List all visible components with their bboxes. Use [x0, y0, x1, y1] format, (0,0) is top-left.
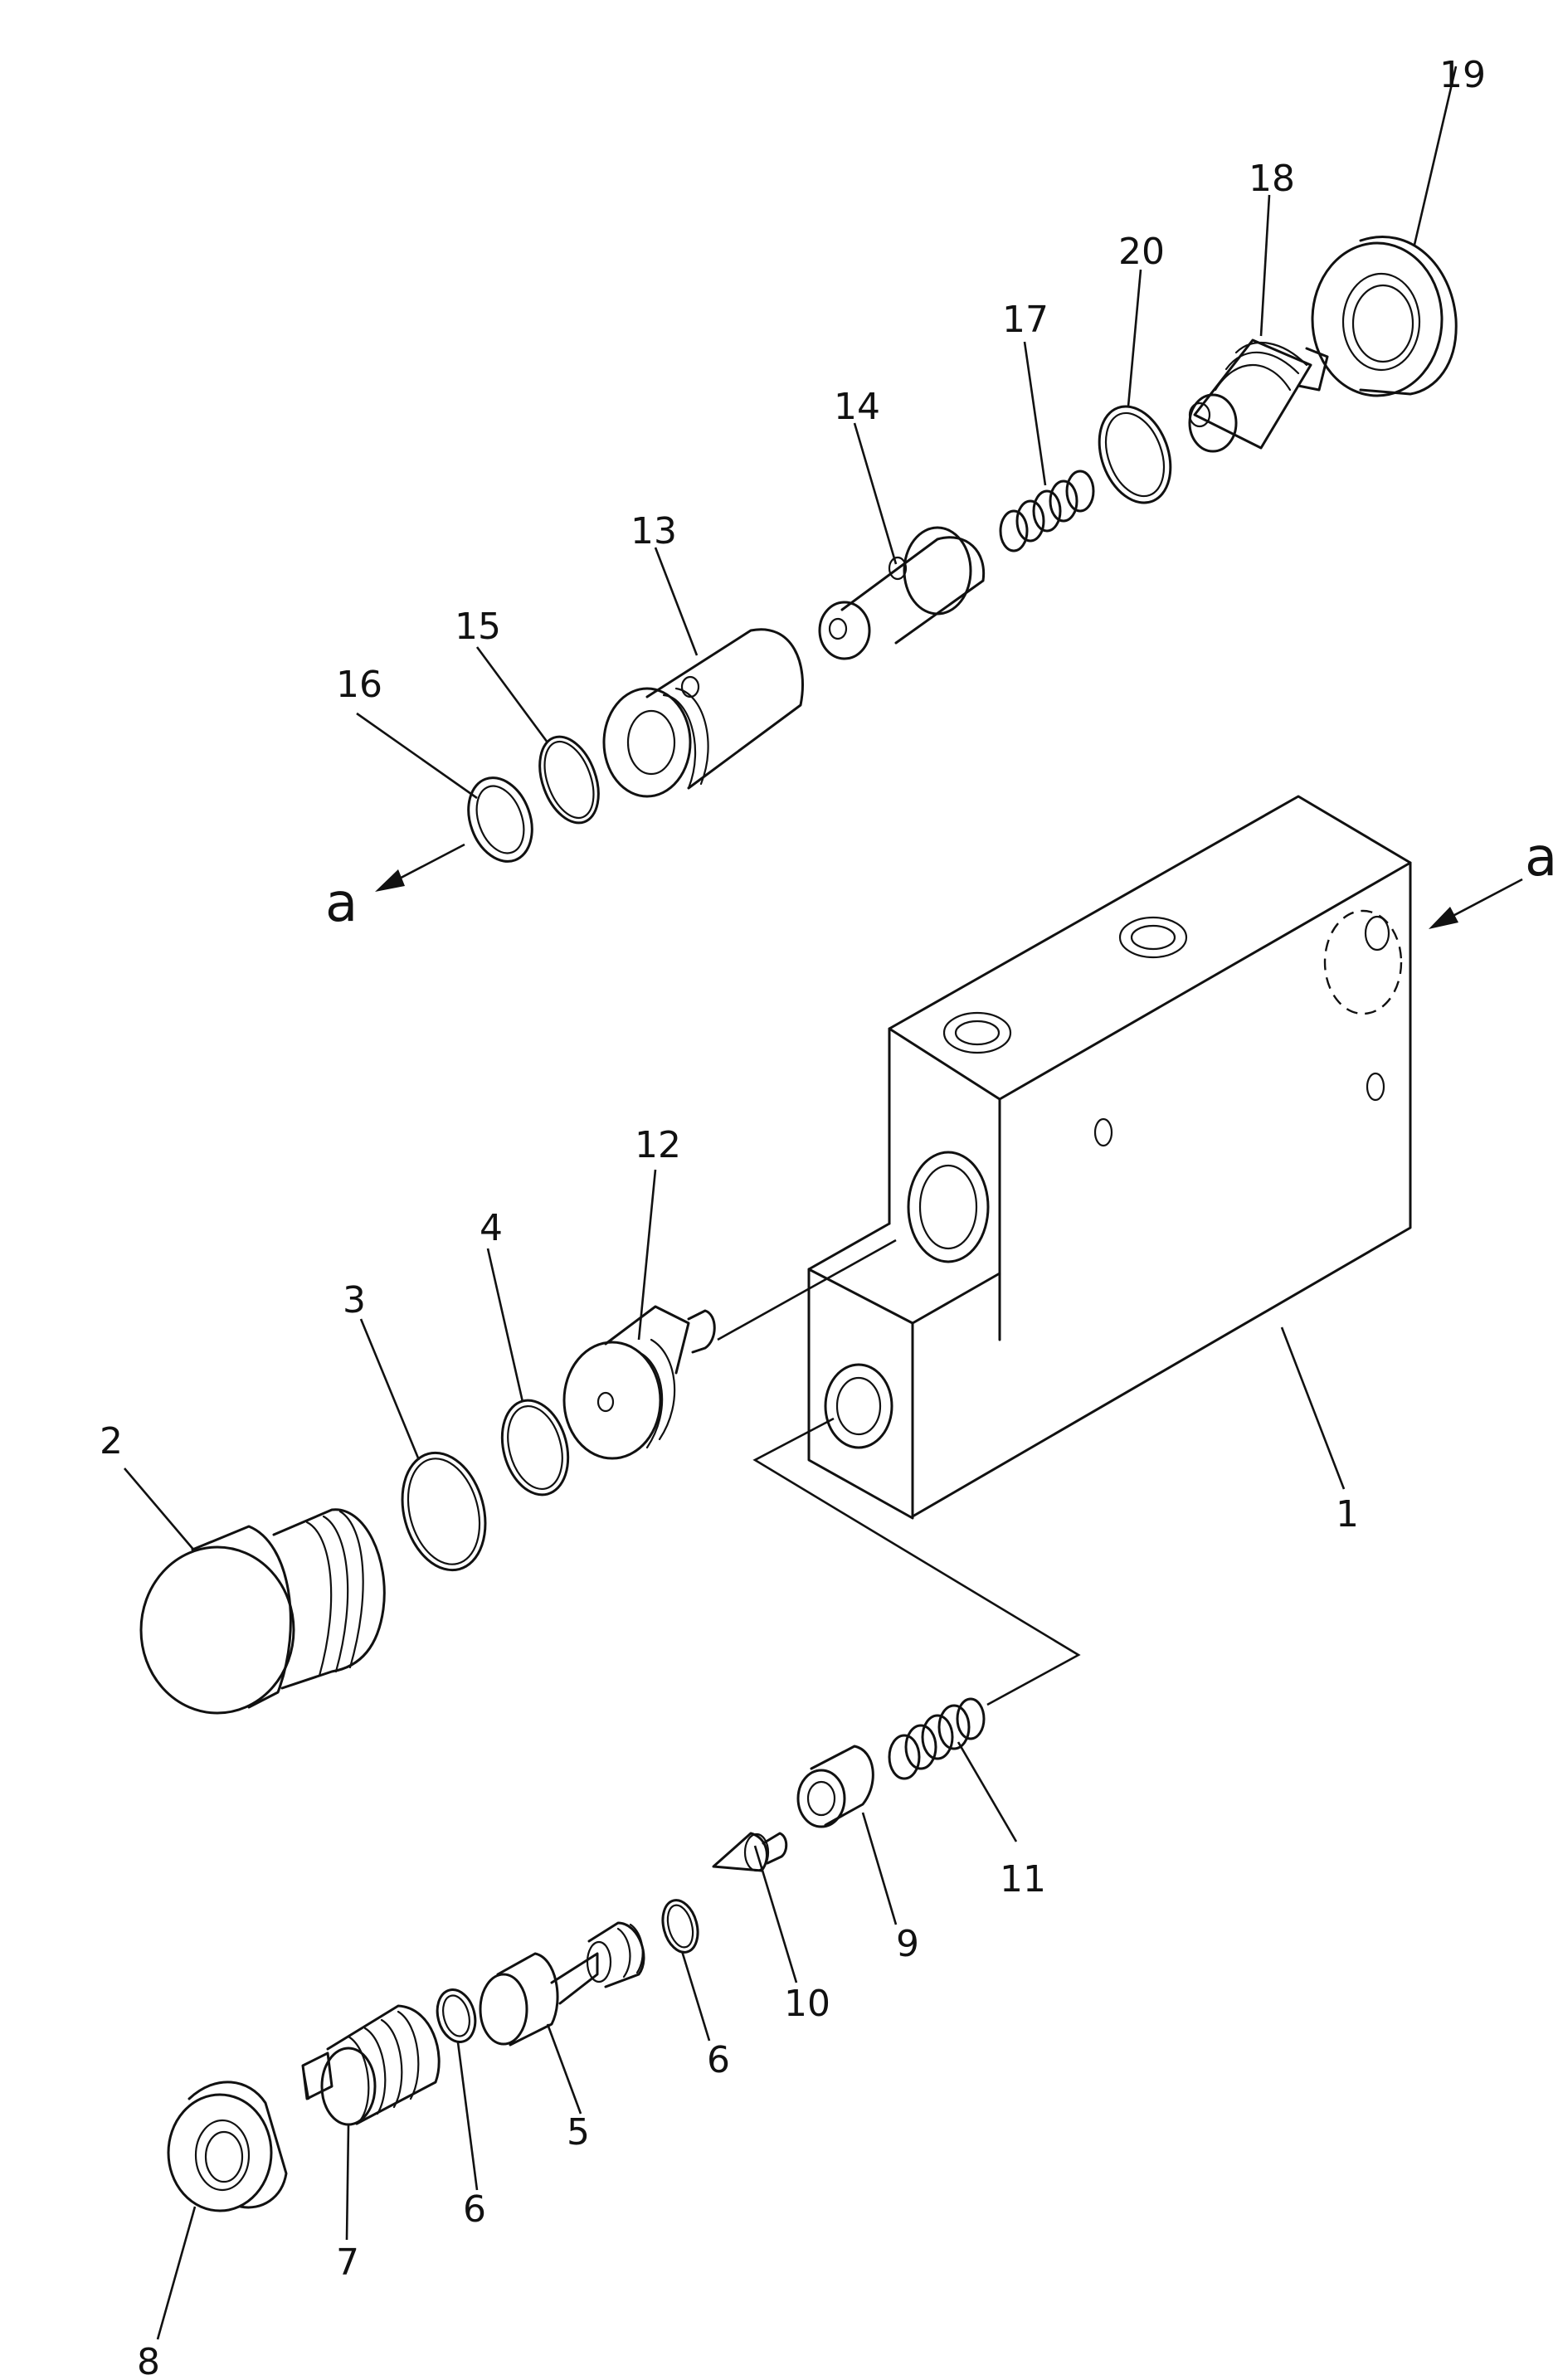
nut-part-19 — [1311, 236, 1458, 397]
assembly-path-11 — [752, 1417, 1081, 1706]
poppet-part-12 — [562, 1305, 716, 1460]
o-ring-part-20 — [1098, 405, 1172, 504]
view-marker-a-left: a — [325, 873, 358, 934]
callout-4: 4 — [480, 1207, 503, 1249]
view-arrow-right — [1429, 878, 1523, 929]
callout-2: 2 — [100, 1420, 123, 1463]
plug-part-2 — [139, 1508, 386, 1715]
callout-9: 9 — [896, 1923, 919, 1965]
backup-ring-part-16 — [467, 776, 533, 863]
callout-6-upper: 6 — [707, 2039, 730, 2081]
pilot-poppet-part-10 — [712, 1832, 788, 1872]
callout-17: 17 — [1002, 299, 1049, 341]
callout-20: 20 — [1118, 231, 1165, 273]
callout-10: 10 — [784, 1983, 830, 2025]
callout-12: 12 — [635, 1124, 681, 1166]
view-arrow-left — [375, 843, 465, 892]
view-marker-a-right: a — [1525, 827, 1557, 888]
callout-6-lower: 6 — [463, 2188, 486, 2231]
callout-14: 14 — [834, 386, 880, 428]
callout-16: 16 — [336, 664, 382, 706]
callout-15: 15 — [455, 606, 501, 648]
callout-19: 19 — [1439, 54, 1486, 96]
seat-part-9 — [796, 1745, 874, 1828]
callout-18: 18 — [1249, 158, 1295, 200]
o-ring-part-3 — [401, 1451, 487, 1572]
valve-body-part-1 — [807, 795, 1412, 1520]
callout-5: 5 — [567, 2111, 590, 2154]
callout-7: 7 — [336, 2241, 359, 2284]
o-ring-part-15 — [538, 735, 600, 825]
screw-part-18 — [1188, 338, 1329, 453]
piston-part-14 — [818, 526, 986, 660]
assembly-path-12 — [717, 1239, 897, 1341]
nut-part-8 — [167, 2081, 288, 2212]
sleeve-part-13 — [602, 628, 804, 798]
valve-part-5 — [479, 1921, 645, 2047]
leader-lines — [124, 66, 1458, 2340]
spring-part-17 — [999, 470, 1095, 552]
callout-3: 3 — [343, 1279, 366, 1321]
spring-part-11 — [888, 1697, 986, 1780]
callout-11: 11 — [1000, 1858, 1046, 1901]
o-ring-part-6-upper — [661, 1899, 699, 1954]
callout-1: 1 — [1336, 1493, 1359, 1536]
screw-part-7 — [301, 2004, 441, 2126]
callout-13: 13 — [631, 510, 677, 552]
callout-8: 8 — [137, 2341, 160, 2380]
o-ring-part-6-lower — [436, 1988, 477, 2043]
